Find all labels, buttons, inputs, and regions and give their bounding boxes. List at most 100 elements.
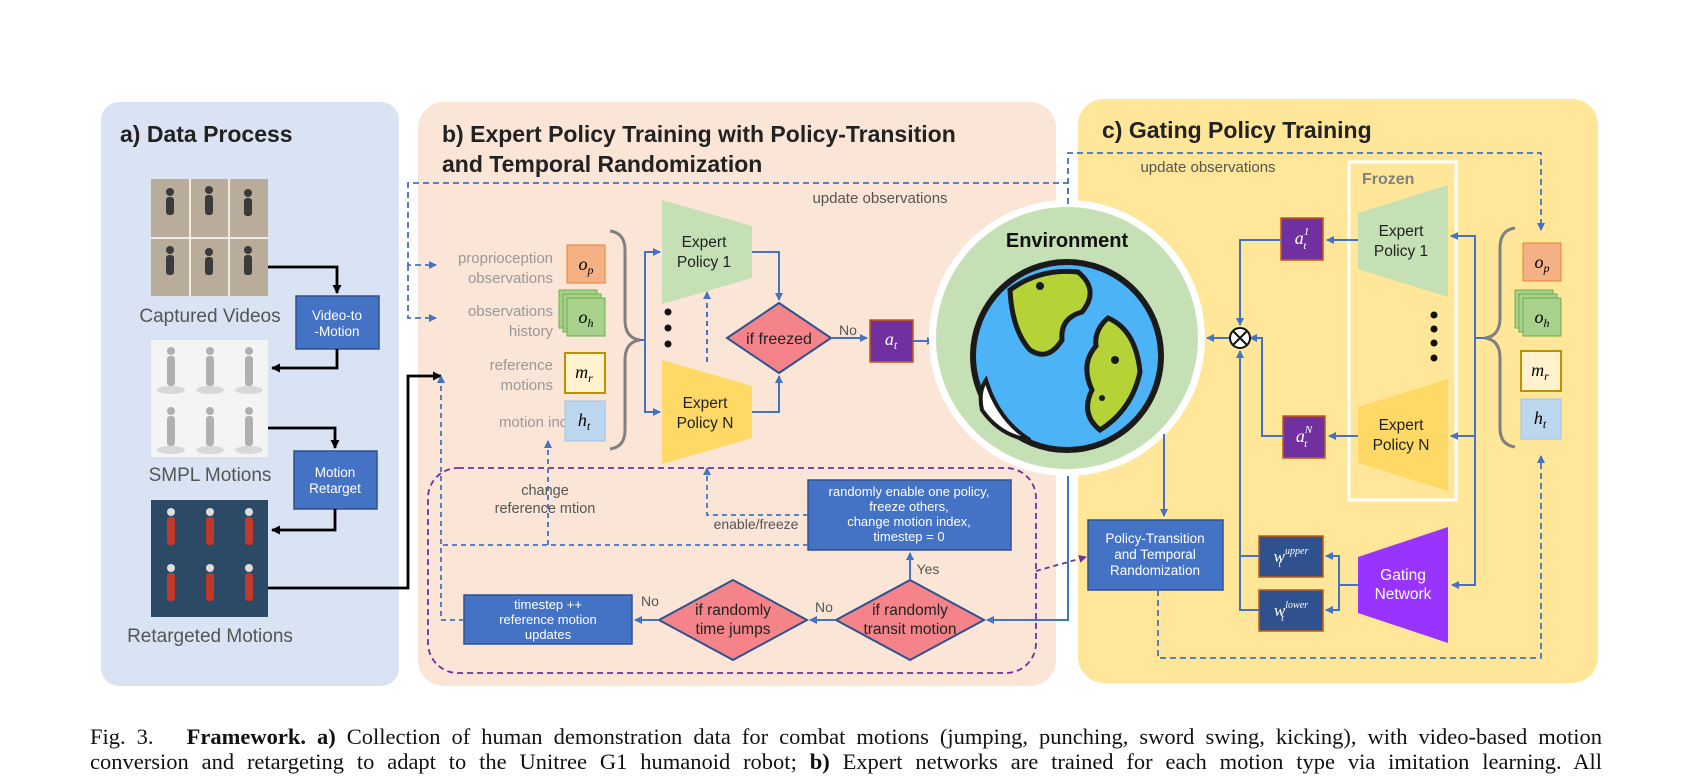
random-enable-line1: randomly enable one policy, <box>829 484 990 499</box>
motion-retarget-label-2: Retarget <box>309 481 361 496</box>
ptr-label-3: Randomization <box>1110 563 1200 578</box>
transit-motion-label-1: if randomly <box>872 602 948 619</box>
reference-label-2: motions <box>500 377 553 394</box>
gating-mr-box <box>1520 350 1562 392</box>
expert-policy-n-label-2: Policy N <box>677 415 734 432</box>
mr-box <box>564 352 606 394</box>
gating-update-observations-label: update observations <box>1140 159 1275 176</box>
experts-to-freezed-arrows <box>703 251 783 413</box>
no-label-jumps: No <box>641 593 659 609</box>
expert-policy-1-shape <box>662 200 752 304</box>
timestep-line2: reference motion <box>499 612 597 627</box>
ptr-label-2: and Temporal <box>1114 547 1196 562</box>
oh-stack <box>558 289 606 337</box>
multiply-operator-icon <box>1229 327 1251 349</box>
timestep-box <box>463 594 633 645</box>
enable-freeze-arrow <box>703 467 808 516</box>
gating-expert-n-label-1: Expert <box>1379 417 1424 434</box>
caption-text-1: Collection of human demonstration data f… <box>335 724 1602 749</box>
gating-network-shape <box>1358 527 1448 643</box>
change-reference-label-2: reference mtion <box>495 501 596 517</box>
change-reference-label-1: change <box>521 483 569 499</box>
w-upper-box <box>1258 535 1324 578</box>
globe-icon <box>970 259 1164 453</box>
update-observations-label: update observations <box>812 190 947 207</box>
environment-label: Environment <box>1006 230 1129 252</box>
frozen-region <box>1347 160 1458 502</box>
expert-ellipsis-dots <box>664 308 672 348</box>
gating-ht-box <box>1520 398 1562 440</box>
video-to-motion-label-1: Video-to <box>312 308 362 323</box>
timestep-line1: timestep ++ <box>514 597 582 612</box>
action-1-box <box>1280 217 1324 261</box>
gating-expert-arrows <box>1206 236 1358 440</box>
gating-expert-1-label-1: Expert <box>1379 223 1424 240</box>
transit-motion-label-2: transit motion <box>863 621 956 638</box>
gating-oh-stack <box>1514 289 1562 337</box>
expert-policy-n-shape <box>662 360 752 464</box>
caption-line-2: conversion and retargeting to adapt to t… <box>90 749 1602 774</box>
caption-bold-1: Framework. a) <box>186 724 336 749</box>
ht-box <box>564 400 606 442</box>
captured-videos-label: Captured Videos <box>139 306 280 327</box>
gating-expert-ellipsis-dots <box>1430 311 1438 362</box>
random-enable-line2: freeze others, <box>869 499 949 514</box>
ptr-box <box>1087 519 1224 591</box>
retargeted-motions-image <box>151 500 268 617</box>
expert-policy-n-label-1: Expert <box>683 395 728 412</box>
timestep-line3: updates <box>525 627 572 642</box>
no-label-transit: No <box>815 599 833 615</box>
random-enable-box <box>807 479 1012 551</box>
figure-caption: Fig. 3. Framework. a) Collection of huma… <box>90 724 1602 774</box>
proprioception-label-2: observations <box>468 270 553 287</box>
ptr-feedback-loop <box>1157 455 1545 659</box>
if-freezed-label: if freezed <box>746 331 812 348</box>
no-label-freezed: No <box>839 322 857 338</box>
gating-update-observations-loop <box>1067 152 1545 231</box>
panel-c-title: c) Gating Policy Training <box>1102 117 1372 143</box>
motion-index-label: motion index <box>499 414 585 431</box>
panel-b-title-line1: b) Expert Policy Training with Policy-Tr… <box>442 121 956 147</box>
yes-label: Yes <box>917 561 940 577</box>
panel-a-title: a) Data Process <box>120 121 293 147</box>
gating-network-label-2: Network <box>1375 586 1432 603</box>
random-enable-line3: change motion index, <box>847 514 971 529</box>
gating-weight-arrows <box>1236 350 1358 614</box>
time-jumps-label-2: time jumps <box>696 621 771 638</box>
motion-retarget-box <box>293 450 378 510</box>
data-process-arrows <box>268 265 442 590</box>
smpl-motions-image <box>151 340 268 457</box>
time-jumps-label-1: if randomly <box>695 602 771 619</box>
w-lower-box <box>1258 589 1324 632</box>
gating-brace-arrows <box>1450 232 1485 589</box>
video-to-motion-label-2: -Motion <box>314 324 359 339</box>
brace-to-experts-arrows <box>640 248 661 416</box>
frozen-label: Frozen <box>1362 171 1414 188</box>
history-label-2: history <box>509 323 554 340</box>
proprioception-label-1: proprioception <box>458 250 553 267</box>
gating-expert-n-label-2: Policy N <box>1373 437 1430 454</box>
reference-label-1: reference <box>490 357 553 374</box>
time-jumps-diamond <box>656 578 810 662</box>
caption-text-2b: Expert networks are trained for each mot… <box>829 749 1602 774</box>
action-at-box <box>869 319 914 363</box>
ptr-label-1: Policy-Transition <box>1105 531 1204 546</box>
caption-text-2a: conversion and retargeting to adapt to t… <box>90 749 810 774</box>
randomization-region <box>427 467 1037 674</box>
op-box <box>566 244 606 284</box>
gating-expert-n-shape <box>1358 379 1448 491</box>
env-to-transit-arrow <box>986 470 1069 624</box>
caption-fig-number: Fig. 3. <box>90 724 154 749</box>
video-to-motion-box <box>295 295 380 350</box>
motion-retarget-label-1: Motion <box>315 465 356 480</box>
caption-line-1: Fig. 3. Framework. a) Collection of huma… <box>90 724 1602 749</box>
gating-expert-1-shape <box>1358 185 1448 297</box>
transit-motion-diamond <box>833 578 987 662</box>
expert-policy-1-label-2: Policy 1 <box>677 254 731 271</box>
retargeted-motions-label: Retargeted Motions <box>127 626 293 647</box>
framework-diagram: a) Data Process b) Expert Policy Trainin… <box>101 99 1598 686</box>
gating-op-box <box>1522 242 1562 282</box>
smpl-motions-label: SMPL Motions <box>149 465 272 486</box>
gating-network-label-1: Gating <box>1380 567 1426 584</box>
